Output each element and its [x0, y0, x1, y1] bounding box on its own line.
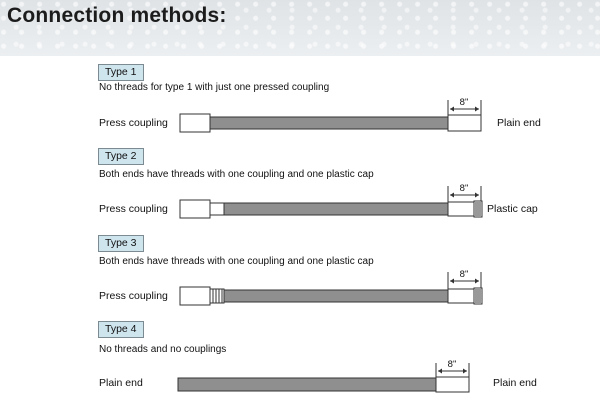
dimension-label: 8"	[460, 97, 469, 108]
type-2-description: Both ends have threads with one coupling…	[99, 169, 374, 180]
dimension-label: 8"	[460, 269, 469, 280]
press-coupling	[179, 199, 211, 219]
type-1-description: No threads for type 1 with just one pres…	[99, 82, 330, 93]
plain-end	[435, 376, 470, 393]
threaded-end	[447, 288, 475, 304]
pipe-body	[223, 289, 449, 303]
type-2-label: Type 2	[98, 148, 144, 165]
type-2-left-label: Press coupling	[99, 203, 168, 215]
type-1-right-label: Plain end	[497, 117, 541, 129]
pipe-body	[177, 377, 437, 392]
page-title: Connection methods:	[7, 4, 227, 27]
type-4-right-label: Plain end	[493, 377, 537, 389]
type-2-right-label: Plastic cap	[487, 203, 538, 215]
type-4-pipe: 8"	[177, 359, 470, 393]
diagram-panel	[12, 56, 580, 403]
press-coupling	[179, 286, 211, 306]
type-1-label: Type 1	[98, 64, 144, 81]
pipe-body	[209, 116, 449, 130]
type-3-left-label: Press coupling	[99, 290, 168, 302]
type-1-pipe: 8"	[179, 97, 482, 133]
type-4-description: No threads and no couplings	[99, 344, 227, 355]
dimension-label: 8"	[448, 359, 457, 370]
type-4-label: Type 4	[98, 321, 144, 338]
type-3-description: Both ends have threads with one coupling…	[99, 256, 374, 267]
type-1-left-label: Press coupling	[99, 117, 168, 129]
press-coupling	[179, 113, 211, 133]
pipe-body	[223, 202, 449, 216]
threaded-end	[447, 201, 475, 217]
type-3-pipe: 8"	[179, 269, 483, 306]
header-background	[0, 0, 600, 56]
plain-end	[447, 114, 482, 132]
type-3-label: Type 3	[98, 235, 144, 252]
type-4-left-label: Plain end	[99, 377, 143, 389]
threaded-end	[209, 202, 225, 216]
type-2-pipe: 8"	[179, 183, 483, 219]
dimension-label: 8"	[460, 183, 469, 194]
